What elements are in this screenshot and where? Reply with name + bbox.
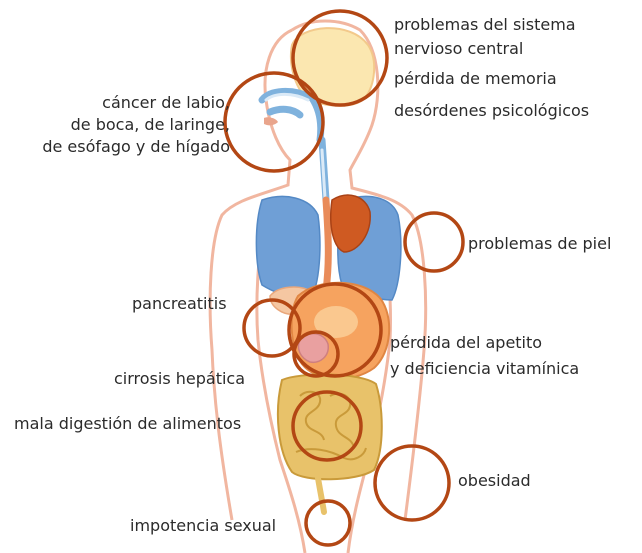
label-cirrhosis: cirrosis hepática — [114, 366, 245, 391]
label-cancer-3: de esófago y de hígado — [42, 134, 230, 159]
label-obesity: obesidad — [458, 468, 531, 493]
label-pancreatitis: pancreatitis — [132, 291, 227, 316]
ring-skin — [405, 213, 463, 271]
label-nervous-system-2: nervioso central — [394, 36, 523, 61]
label-skin: problemas de piel — [468, 231, 611, 256]
label-impotence: impotencia sexual — [130, 513, 276, 538]
label-appetite-1: pérdida del apetito — [390, 330, 542, 355]
label-nervous-system-1: problemas del sistema — [394, 12, 576, 37]
label-memory-loss: pérdida de memoria — [394, 66, 557, 91]
intestine — [278, 374, 382, 512]
esophagus — [326, 200, 328, 290]
label-appetite-2: y deficiencia vitamínica — [390, 356, 579, 381]
label-psychological: desórdenes psicológicos — [394, 98, 589, 123]
lips — [264, 117, 278, 125]
ring-impotence — [306, 501, 350, 545]
label-digestion: mala digestión de alimentos — [14, 411, 241, 436]
